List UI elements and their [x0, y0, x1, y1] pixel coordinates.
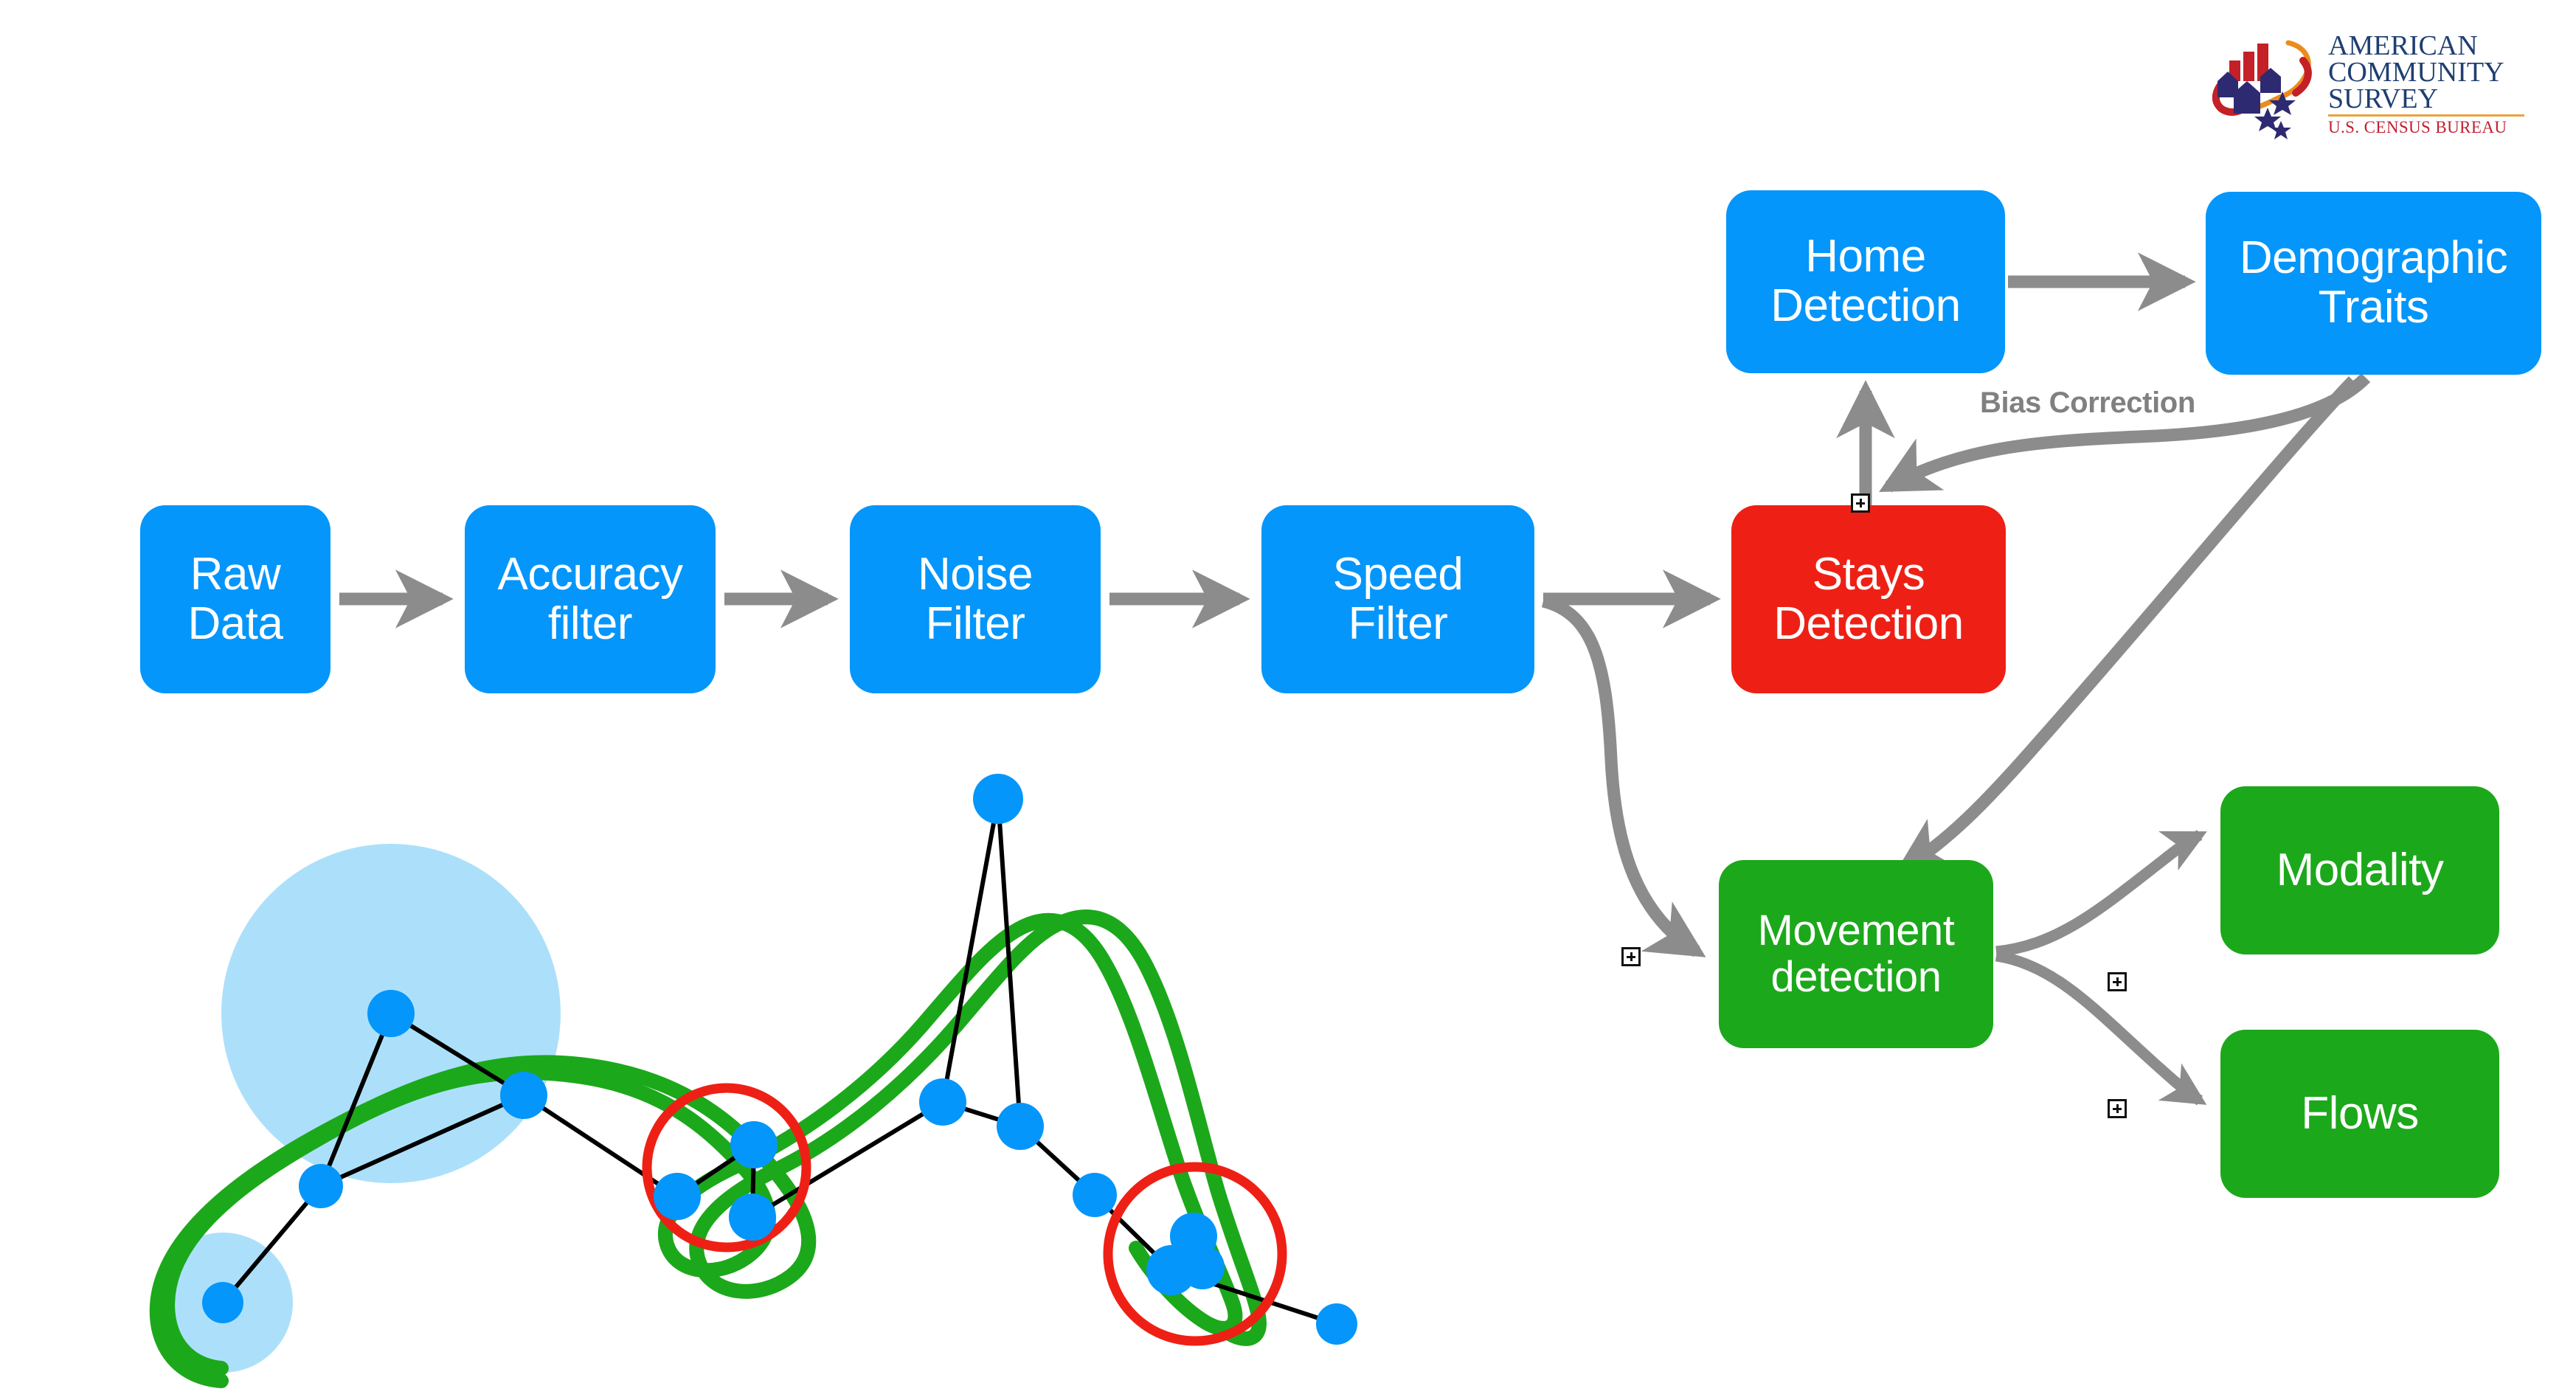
acs-logo-mark-icon: [2212, 40, 2312, 139]
acs-logo-sub: U.S. CENSUS BUREAU: [2328, 118, 2507, 137]
acs-logo-rule: [2328, 114, 2524, 117]
acs-logo-line-2: COMMUNITY: [2328, 57, 2504, 89]
arrow-movement-to-flows: [1995, 950, 2207, 1106]
trajectory-points: [202, 774, 1357, 1345]
arrow-speed-to-movement: [1541, 595, 1706, 957]
node-modality[interactable]: Modality: [2220, 786, 2499, 954]
arrow-movement-to-modality: [1995, 830, 2207, 957]
arrow-demographic-to-movement: [1894, 376, 2358, 875]
node-speed-filter[interactable]: Speed Filter: [1261, 505, 1534, 693]
node-noise-filter[interactable]: Noise Filter: [850, 505, 1101, 693]
node-flows[interactable]: Flows: [2220, 1030, 2499, 1198]
node-raw-data[interactable]: Raw Data: [140, 505, 330, 693]
american-community-survey-logo: AMERICAN COMMUNITY SURVEY U.S. CENSUS BU…: [2209, 31, 2526, 142]
edge-label-bias-correction: Bias Correction: [1980, 387, 2195, 419]
handle-speed-movement[interactable]: [1621, 947, 1641, 966]
acs-logo-line-3: SURVEY: [2328, 83, 2438, 115]
handle-stays-home[interactable]: [1851, 493, 1870, 513]
node-demographic-traits[interactable]: Demographic Traits: [2206, 192, 2541, 375]
node-movement-detection[interactable]: Movement detection: [1719, 860, 1993, 1048]
acs-logo-line-1: AMERICAN: [2328, 30, 2478, 61]
node-accuracy-filter[interactable]: Accuracy filter: [465, 505, 716, 693]
node-home-detection[interactable]: Home Detection: [1726, 190, 2005, 373]
flow-arrows: [339, 252, 2371, 1106]
handle-movement-flows[interactable]: [2108, 1099, 2127, 1118]
handle-movement-modality[interactable]: [2108, 972, 2127, 991]
node-stays-detection[interactable]: Stays Detection: [1731, 505, 2006, 693]
smoothed-path-green: [149, 909, 1267, 1388]
acs-logo-wordmark: AMERICAN COMMUNITY SURVEY U.S. CENSUS BU…: [2328, 32, 2526, 137]
stay-circles-red: [642, 1083, 1287, 1346]
